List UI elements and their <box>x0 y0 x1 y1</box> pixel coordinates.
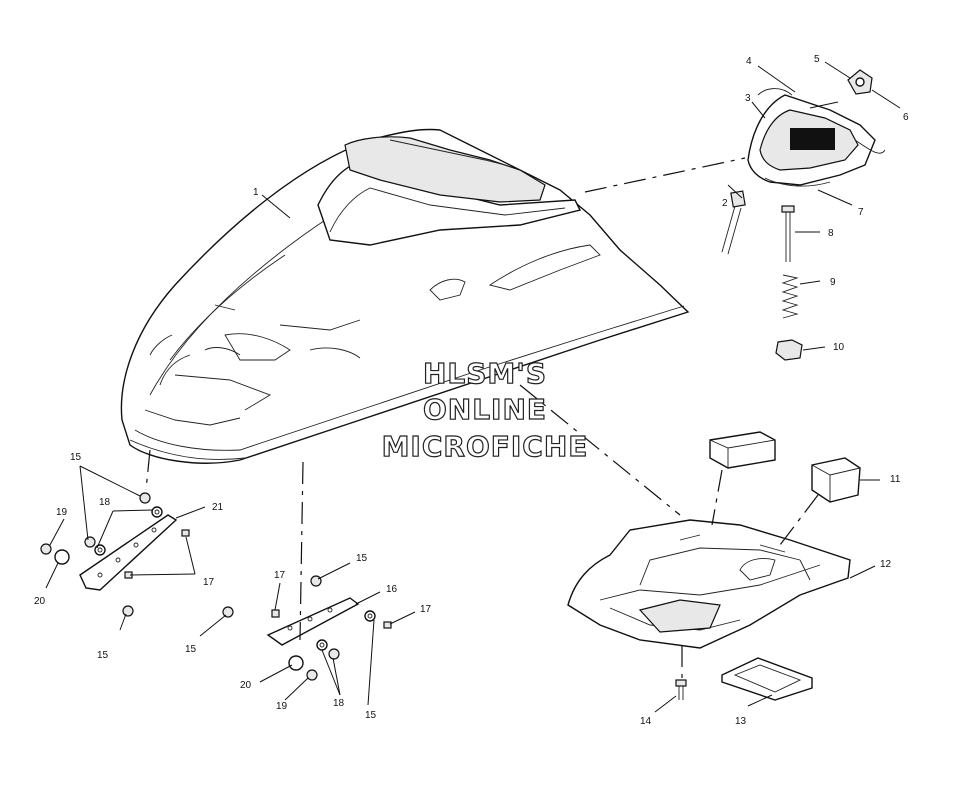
leader-lines <box>45 61 901 713</box>
long-bolt <box>781 205 795 262</box>
callout-15-a: 15 <box>70 452 82 463</box>
callout-15-b: 15 <box>97 650 109 661</box>
headlight-assembly <box>747 69 886 187</box>
callout-5: 5 <box>814 54 820 65</box>
foam-blocks <box>709 431 861 503</box>
callout-16: 16 <box>386 584 398 595</box>
callout-20-b: 20 <box>240 680 252 691</box>
right-bracket <box>222 575 392 681</box>
hood-part <box>120 128 690 464</box>
callout-17-c: 17 <box>420 604 432 615</box>
callout-labels: 1 2 3 4 5 6 7 8 9 10 11 12 13 14 15 15 1… <box>34 54 909 727</box>
callout-2: 2 <box>722 198 728 209</box>
callout-17-b: 17 <box>274 570 286 581</box>
callout-15-e: 15 <box>365 710 377 721</box>
callout-21: 21 <box>212 502 224 513</box>
callout-14: 14 <box>640 716 652 727</box>
spring <box>781 274 799 319</box>
callout-12: 12 <box>880 559 892 570</box>
callout-8: 8 <box>828 228 834 239</box>
callout-15-d: 15 <box>185 644 197 655</box>
callout-9: 9 <box>830 277 836 288</box>
bottom-pan <box>567 519 851 649</box>
callout-10: 10 <box>833 342 845 353</box>
callout-20-a: 20 <box>34 596 46 607</box>
callout-1: 1 <box>253 187 259 198</box>
callout-3: 3 <box>745 93 751 104</box>
headlight-lens <box>790 128 835 150</box>
left-bracket <box>40 492 190 617</box>
watermark-line-3: MICROFICHE <box>382 430 589 463</box>
callout-15-c: 15 <box>356 553 368 564</box>
callout-6: 6 <box>903 112 909 123</box>
callout-18-a: 18 <box>99 497 111 508</box>
connector-lines <box>145 157 819 680</box>
callout-7: 7 <box>858 207 864 218</box>
watermark-line-1: HLSM'S <box>423 357 547 390</box>
watermark-line-2: ONLINE <box>423 393 547 426</box>
callout-13: 13 <box>735 716 747 727</box>
pan-bolt <box>675 679 687 700</box>
nut-fitting <box>775 339 803 361</box>
callout-4: 4 <box>746 56 752 67</box>
cover-plate <box>721 657 813 701</box>
callout-18-b: 18 <box>333 698 345 709</box>
callout-11: 11 <box>890 474 901 485</box>
callout-19-a: 19 <box>56 507 68 518</box>
adjuster-screw <box>721 190 746 255</box>
watermark: HLSM'S ONLINE MICROFICHE <box>381 356 589 463</box>
callout-17-a: 17 <box>203 577 215 588</box>
callout-19-b: 19 <box>276 701 288 712</box>
